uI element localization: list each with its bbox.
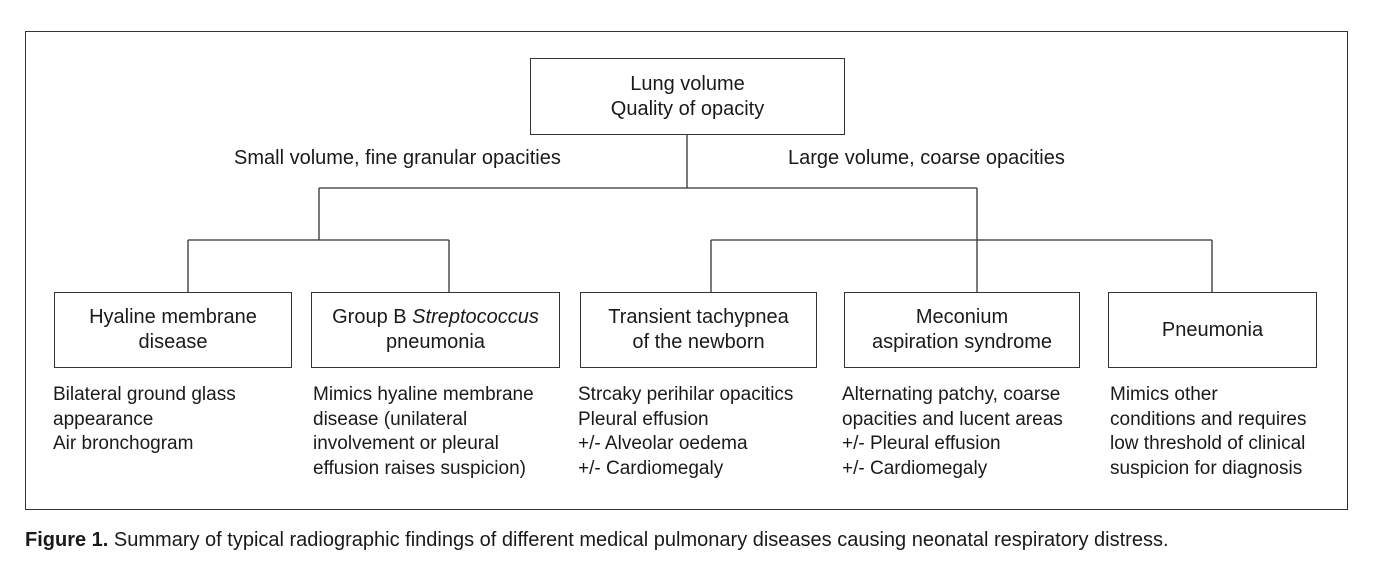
branch-label-right: Large volume, coarse opacities bbox=[788, 147, 1065, 169]
desc-line: conditions and requires bbox=[1110, 408, 1307, 430]
node-title-line2: pneumonia bbox=[386, 331, 485, 353]
caption-label: Figure 1. bbox=[25, 529, 109, 551]
caption-text: Summary of typical radiographic findings… bbox=[108, 529, 1169, 551]
desc-line: disease (unilateral bbox=[313, 408, 468, 430]
node-title-line1: Hyaline membrane bbox=[89, 306, 257, 328]
desc-meconium-aspiration: Alternating patchy, coarse opacities and… bbox=[842, 383, 1063, 481]
node-title-line1: Pneumonia bbox=[1161, 318, 1264, 341]
root-node: Lung volume Quality of opacity bbox=[530, 58, 845, 135]
figure-frame bbox=[25, 31, 1348, 510]
desc-line: low threshold of clinical bbox=[1110, 433, 1306, 454]
desc-line: Pleural effusion bbox=[578, 408, 709, 430]
node-group-b-streptococcus: Group B Streptococcus pneumonia bbox=[311, 292, 560, 368]
root-line2: Quality of opacity bbox=[610, 97, 765, 120]
desc-line: suspicion for diagnosis bbox=[1110, 457, 1303, 479]
node-pneumonia: Pneumonia bbox=[1108, 292, 1317, 368]
node-transient-tachypnea: Transient tachypnea of the newborn bbox=[580, 292, 817, 368]
branch-label-left: Small volume, fine granular opacities bbox=[234, 147, 561, 169]
desc-line: +/- Pleural effusion bbox=[842, 433, 1001, 454]
desc-line: Mimics other bbox=[1110, 384, 1218, 405]
node-title-prefix: Group B bbox=[332, 306, 413, 328]
node-title-line1: Meconium bbox=[915, 306, 1009, 328]
desc-line: Air bronchogram bbox=[53, 433, 194, 454]
desc-line: Mimics hyaline membrane bbox=[313, 384, 534, 405]
node-title-line1: Transient tachypnea bbox=[608, 306, 789, 328]
node-title-line2: of the newborn bbox=[632, 331, 765, 353]
desc-line: involvement or pleural bbox=[313, 433, 499, 454]
desc-line: +/- Cardiomegaly bbox=[578, 457, 724, 479]
node-hyaline-membrane-disease: Hyaline membrane disease bbox=[54, 292, 292, 368]
node-meconium-aspiration: Meconium aspiration syndrome bbox=[844, 292, 1080, 368]
desc-line: +/- Alveolar oedema bbox=[578, 433, 748, 454]
desc-line: +/- Cardiomegaly bbox=[842, 457, 988, 479]
desc-line: Alternating patchy, coarse bbox=[842, 384, 1061, 405]
root-line1: Lung volume bbox=[630, 72, 745, 95]
figure-caption: Figure 1. Summary of typical radiographi… bbox=[25, 527, 1169, 553]
desc-transient-tachypnea: Strcaky perihilar opacitics Pleural effu… bbox=[578, 383, 793, 481]
desc-group-b-streptococcus: Mimics hyaline membrane disease (unilate… bbox=[313, 383, 534, 481]
desc-line: appearance bbox=[53, 408, 154, 430]
desc-line: Bilateral ground glass bbox=[53, 384, 236, 405]
node-title-line2: aspiration syndrome bbox=[871, 331, 1053, 353]
desc-hyaline-membrane-disease: Bilateral ground glass appearance Air br… bbox=[53, 383, 236, 457]
desc-line: Strcaky perihilar opacitics bbox=[578, 384, 794, 405]
node-title-italic: Streptococcus bbox=[412, 306, 539, 328]
desc-line: effusion raises suspicion) bbox=[313, 457, 526, 479]
node-title-line2: disease bbox=[138, 331, 208, 353]
desc-pneumonia: Mimics other conditions and requires low… bbox=[1110, 383, 1306, 481]
desc-line: opacities and lucent areas bbox=[842, 408, 1063, 430]
node-title-line1: Group B Streptococcus bbox=[332, 305, 539, 330]
